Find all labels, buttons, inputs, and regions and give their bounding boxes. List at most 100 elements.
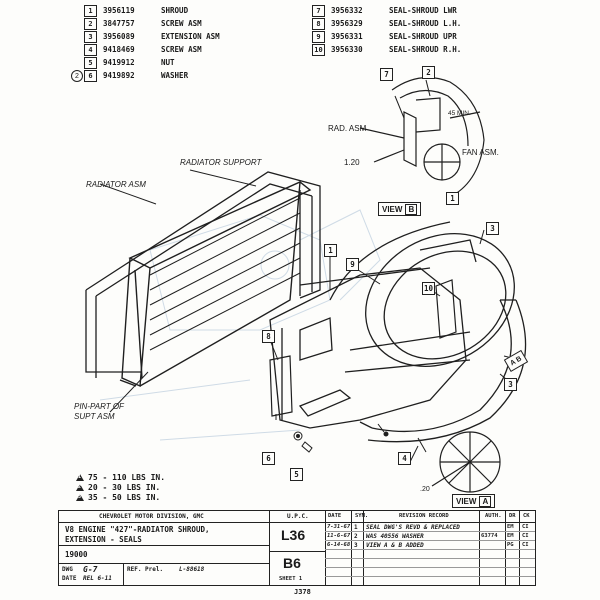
revision-record: DATE SYM. REVISION RECORD AUTH. DR CK 7-… [325, 511, 535, 585]
part-pn: 9419912 [103, 58, 135, 67]
part-pn: 3847757 [103, 19, 135, 28]
radiator-core [119, 181, 312, 388]
part-number-box: 5 [84, 56, 97, 69]
part-number-box: 10 [312, 43, 325, 56]
callout-3: 3 [504, 378, 517, 391]
ref-label: REF. Prel. [127, 566, 164, 573]
part-desc: EXTENSION ASM [161, 32, 220, 41]
upc-bottom-code: B6 [283, 555, 301, 571]
rev-header-sym: SYM. [355, 513, 369, 519]
callout-7: 7 [380, 68, 393, 81]
torque-value: 20 - 30 LBS IN. [88, 482, 161, 492]
torque-value: 75 - 110 LBS IN. [88, 472, 166, 482]
torque-row: 1 75 - 110 LBS IN. [76, 472, 165, 482]
torque-specs: 1 75 - 110 LBS IN. 2 20 - 30 LBS IN. 3 35 -… [76, 472, 165, 502]
part-number-box: 3 [84, 30, 97, 43]
label-rad-asm: RAD. ASM [328, 124, 367, 133]
part-desc: SHROUD [161, 6, 189, 15]
page-number: J378 [294, 588, 311, 596]
part-row: 2 3847757 SCREW ASM [84, 17, 220, 30]
dwg-value: G-7 [83, 565, 98, 574]
part-number-box: 9 [312, 30, 325, 43]
callout-5: 5 [290, 468, 303, 481]
rev-text: WAS 40556 WASHER [366, 533, 424, 540]
callout-9: 9 [346, 258, 359, 271]
part-desc: SCREW ASM [161, 19, 202, 28]
rev-ck: CI [522, 542, 529, 548]
dwg-label: DWG [62, 566, 73, 573]
sheet-number: SHEET 1 [279, 576, 303, 582]
rev-header-dr: DR [509, 513, 516, 519]
part-desc: SEAL-SHROUD R.H. [389, 45, 462, 54]
part-pn: 3956332 [331, 6, 363, 15]
label-pin-line1: PIN-PART OF [74, 402, 124, 411]
fasteners [293, 423, 427, 453]
leader-lines [99, 79, 521, 463]
rev-sym: 2 [354, 533, 358, 540]
torque-row: 3 35 - 50 LBS IN. [76, 492, 165, 502]
shroud-seals [269, 279, 457, 417]
label-pin-line2: SUPT ASM [74, 412, 115, 421]
part-number-box: 2 [84, 17, 97, 30]
date-label: DATE [62, 575, 77, 582]
part-desc: WASHER [161, 71, 189, 80]
torque-triangle-icon: 1 [76, 473, 84, 481]
rev-header-record: REVISION RECORD [399, 513, 449, 519]
radiator-fins [149, 197, 301, 351]
view-a-text: VIEW [456, 496, 477, 506]
part-desc: SCREW ASM [161, 45, 202, 54]
torque-triangle-icon: 2 [76, 483, 84, 491]
rev-sym: 3 [354, 542, 358, 549]
upc-label: U.P.C. [287, 513, 309, 520]
rev-header-date: DATE [328, 513, 342, 519]
rev-header-auth: AUTH. [485, 513, 502, 519]
rev-date: 7-31-67 [327, 524, 351, 530]
rev-date: 11-6-67 [327, 533, 351, 539]
title-line-1: V8 ENGINE "427"-RADIATOR SHROUD, [65, 525, 210, 534]
rev-dr: PG [507, 542, 514, 548]
callout-3-upper: 3 [486, 222, 499, 235]
part-row: 7 3956332 SEAL-SHROUD LWR [312, 4, 461, 17]
part-desc: SEAL-SHROUD LWR [389, 6, 457, 15]
title-block-upc: U.P.C. L36 B6 SHEET 1 [269, 511, 326, 585]
part-number-box: 7 [312, 4, 325, 17]
callout-6: 6 [262, 452, 275, 465]
rev-dr: EM [507, 524, 514, 530]
view-b-letter: B [405, 203, 418, 215]
label-dim-20: .20 [420, 486, 430, 493]
callout-1-lower: 1 [324, 244, 337, 257]
rev-text: SEAL DWG'S REVD & REPLACED [366, 524, 460, 531]
title-block: CHEVROLET MOTOR DIVISION, GMC V8 ENGINE … [58, 510, 536, 586]
view-b-text: VIEW [382, 204, 403, 214]
drawing-number: 19000 [65, 550, 88, 559]
part-number-box: 6 [84, 69, 97, 82]
rev-dr: EM [507, 533, 514, 539]
rev-auth: 63774 [481, 533, 498, 539]
callout-2: 2 [422, 66, 435, 79]
part-pn: 3956329 [331, 19, 363, 28]
torque-triangle-icon: 3 [76, 493, 84, 501]
label-fan-asm: FAN ASM. [462, 148, 499, 157]
rev-ck: CI [522, 533, 529, 539]
rev-date: 6-14-68 [327, 542, 351, 548]
torque-value: 35 - 50 LBS IN. [88, 492, 161, 502]
rev-text: VIEW A & B ADDED [366, 542, 424, 549]
radiator-support [85, 171, 321, 378]
revision-circle-mark: 2 [71, 70, 83, 82]
ref-value: L-88618 [179, 566, 205, 573]
part-pn: 3956119 [103, 6, 135, 15]
callout-10: 10 [422, 282, 435, 295]
rev-ck: CI [522, 524, 529, 530]
label-45-min: 45 MIN. [448, 110, 471, 117]
extension-ring [329, 221, 527, 443]
